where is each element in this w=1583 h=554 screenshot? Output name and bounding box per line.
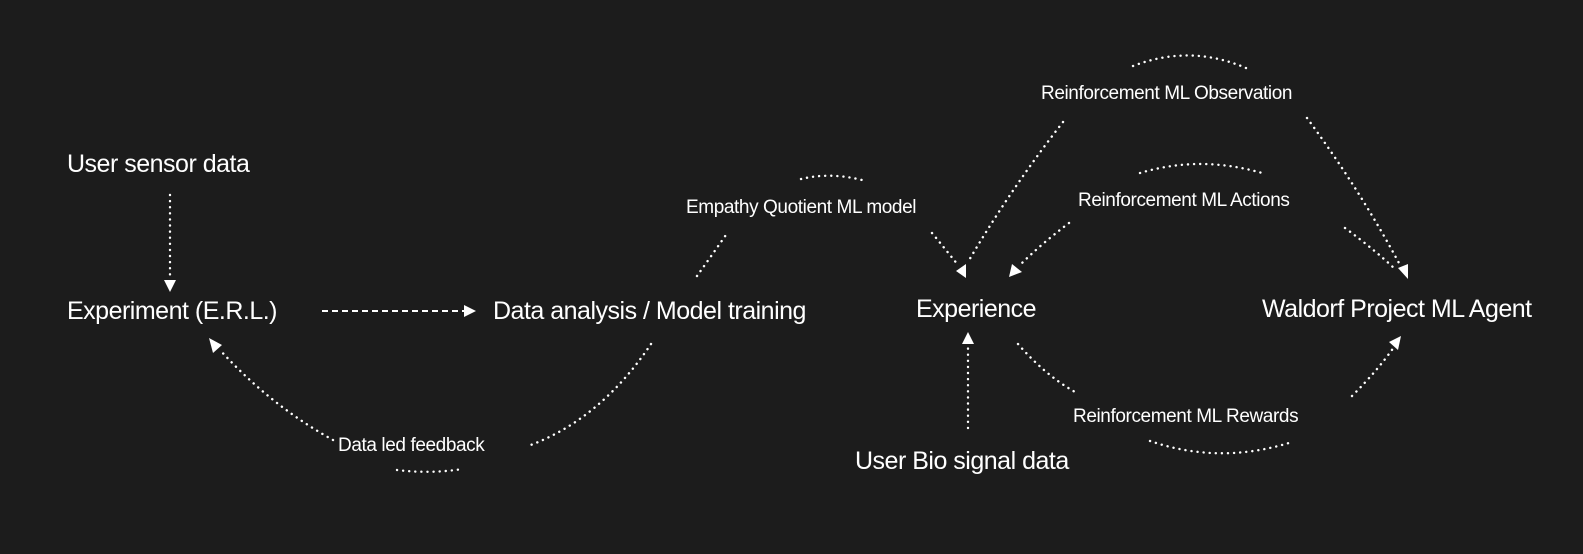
arrowhead-observation — [1398, 264, 1408, 279]
node-waldorf-agent: Waldorf Project ML Agent — [1262, 295, 1532, 323]
edge-observation-left — [966, 120, 1065, 264]
arrowhead-sensor-to-experiment — [164, 280, 176, 292]
edge-actions-left — [1018, 221, 1071, 267]
edge-feedback-right — [526, 342, 653, 448]
edge-feedback-left — [218, 348, 335, 442]
arrowhead-empathy — [956, 264, 966, 278]
arrowhead-actions — [1009, 264, 1022, 277]
arrowhead-experiment-to-analysis — [464, 305, 476, 317]
node-experiment: Experiment (E.R.L.) — [67, 297, 277, 325]
node-data-analysis: Data analysis / Model training — [493, 297, 806, 325]
edge-feedback-bottom — [395, 467, 465, 473]
edge-empathy-top — [799, 174, 864, 182]
edge-rewards-bottom — [1148, 439, 1294, 455]
label-rl-rewards: Reinforcement ML Rewards — [1073, 406, 1298, 427]
edge-rewards-left — [1016, 342, 1077, 394]
label-rl-actions: Reinforcement ML Actions — [1078, 190, 1289, 211]
edge-empathy-right — [930, 231, 960, 267]
edge-rewards-right — [1350, 345, 1396, 398]
arrowhead-rewards — [1389, 336, 1401, 350]
edge-empathy-left — [695, 230, 730, 278]
node-user-sensor-data: User sensor data — [67, 150, 250, 178]
node-user-bio-signal: User Bio signal data — [855, 447, 1069, 475]
edge-actions-right — [1343, 226, 1398, 272]
label-rl-observation: Reinforcement ML Observation — [1041, 83, 1292, 104]
edge-actions-top — [1138, 162, 1264, 175]
arrowhead-bio-to-experience — [962, 332, 974, 344]
node-experience: Experience — [916, 295, 1036, 323]
edge-observation-top — [1131, 54, 1248, 70]
arrowhead-feedback — [209, 338, 222, 353]
label-empathy-model: Empathy Quotient ML model — [686, 197, 916, 218]
label-data-led-feedback: Data led feedback — [338, 435, 485, 456]
edge-observation-right — [1305, 116, 1402, 267]
